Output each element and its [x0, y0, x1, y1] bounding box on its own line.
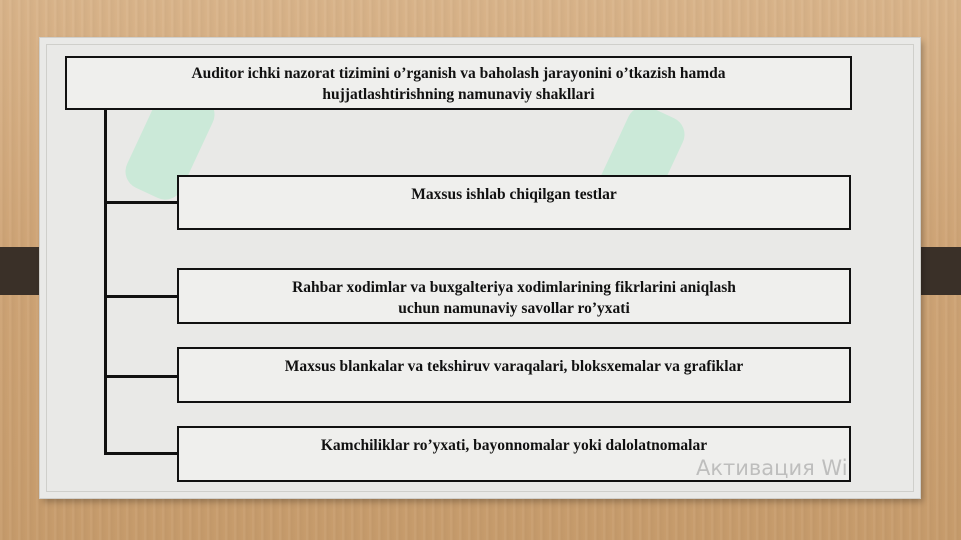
item-box-4: Kamchiliklar ro’yxati, bayonnomalar yoki… [177, 426, 851, 482]
slide-card: Auditor ichki nazorat tizimini o’rganish… [40, 38, 920, 498]
item-4-line-1: Kamchiliklar ro’yxati, bayonnomalar yoki… [320, 437, 708, 454]
item-3-line-1: Maxsus blankalar va tekshiruv varaqalari… [284, 358, 744, 375]
card-inner-border [46, 44, 914, 492]
root-box: Auditor ichki nazorat tizimini o’rganish… [65, 56, 852, 110]
item-box-2: Rahbar xodimlar va buxgalteriya xodimlar… [177, 268, 851, 324]
activation-watermark: Активация Wi [696, 456, 848, 480]
item-box-1: Maxsus ishlab chiqilgan testlar [177, 175, 851, 230]
item-1-line-1: Maxsus ishlab chiqilgan testlar [411, 186, 617, 203]
connector-branch-4 [104, 452, 179, 455]
item-box-3: Maxsus blankalar va tekshiruv varaqalari… [177, 347, 851, 403]
item-2-line-2: uchun namunaviy savollar ro’yxati [398, 300, 630, 317]
connector-branch-2 [104, 295, 179, 298]
connector-branch-3 [104, 375, 179, 378]
root-line-1: Auditor ichki nazorat tizimini o’rganish… [191, 65, 726, 82]
connector-branch-1 [104, 201, 179, 204]
root-line-2: hujjatlashtirishning namunaviy shakllari [322, 86, 595, 103]
item-2-line-1: Rahbar xodimlar va buxgalteriya xodimlar… [292, 279, 736, 296]
connector-trunk [104, 110, 107, 455]
